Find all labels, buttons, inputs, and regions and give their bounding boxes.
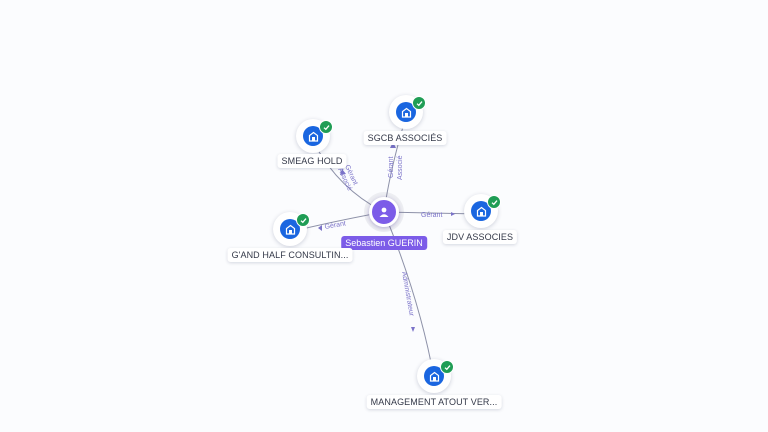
edge-jdv-arrow — [451, 212, 455, 216]
verified-check-icon — [296, 213, 310, 227]
person-node[interactable] — [369, 197, 399, 227]
edge-sgcb-role-1: Gérant — [388, 157, 395, 178]
company-label-sgcb[interactable]: SGCB ASSOCIÉS — [363, 131, 447, 145]
company-label-smeag[interactable]: SMEAG HOLD — [277, 154, 347, 168]
person-name-label[interactable]: Sebastien GUERIN — [341, 236, 427, 250]
company-node-gand[interactable] — [271, 210, 311, 250]
company-label-management[interactable]: MANAGEMENT ATOUT VER... — [366, 395, 502, 409]
building-icon — [280, 219, 300, 239]
building-icon — [303, 126, 323, 146]
company-label-gand[interactable]: G'AND HALF CONSULTIN... — [227, 248, 353, 262]
edge-sgcb-role-2: Associé — [397, 155, 404, 180]
edge-smeag-arrow — [340, 169, 346, 175]
verified-check-icon — [440, 360, 454, 374]
edge-jdv-role: Gérant — [421, 212, 442, 219]
verified-check-icon — [412, 96, 426, 110]
building-icon — [424, 366, 444, 386]
company-node-jdv[interactable] — [462, 192, 502, 232]
company-node-smeag[interactable] — [294, 117, 334, 157]
company-node-sgcb[interactable] — [387, 93, 427, 133]
verified-check-icon — [319, 120, 333, 134]
edge-management-role: Administrateur — [400, 271, 415, 317]
company-label-jdv[interactable]: JDV ASSOCIES — [442, 230, 518, 244]
edge-jdv — [383, 211, 479, 215]
edge-gand-role: Gérant — [324, 220, 346, 231]
building-icon — [396, 102, 416, 122]
edge-sgcb-arrow — [390, 142, 396, 148]
person-icon — [379, 207, 389, 217]
edge-gand-arrow — [318, 225, 322, 231]
building-icon — [471, 201, 491, 221]
verified-check-icon — [487, 195, 501, 209]
edge-management-arrow — [411, 327, 415, 332]
company-node-management[interactable] — [415, 357, 455, 397]
